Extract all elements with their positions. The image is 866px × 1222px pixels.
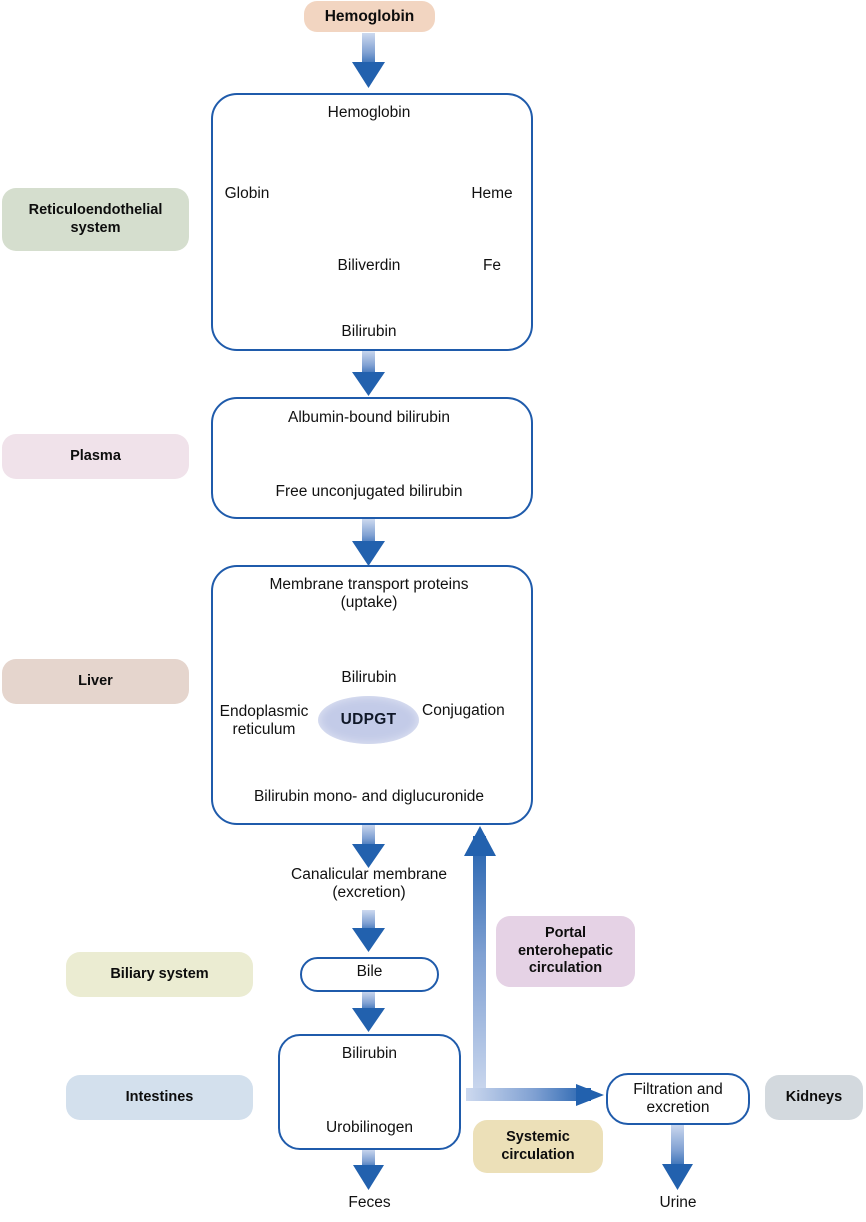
arrow-kidneys-to-urine <box>662 1124 693 1190</box>
reticuloendothelial-system-box <box>211 93 533 351</box>
arrow-intestines-to-feces <box>353 1149 384 1190</box>
compartment-intestines: Intestines <box>66 1075 253 1120</box>
node-bile: Bile <box>356 963 383 980</box>
node-conjugation: Conjugation <box>422 702 505 719</box>
bile-box <box>300 957 439 992</box>
node-membrane-transport-proteins: Membrane transport proteins (uptake) <box>269 576 469 612</box>
node-canalicular-membrane: Canalicular membrane (excretion) <box>291 866 447 902</box>
node-free-unconjugated-bilirubin: Free unconjugated bilirubin <box>275 483 463 500</box>
compartment-kidneys: Kidneys <box>765 1075 863 1120</box>
compartment-plasma: Plasma <box>2 434 189 479</box>
node-hemoglobin-res: Hemoglobin <box>327 104 411 121</box>
compartment-portal-enterohepatic-circulation: Portal enterohepatic circulation <box>496 916 635 987</box>
hemoglobin-title-badge-label: Hemoglobin <box>324 7 415 25</box>
node-bilirubin-intestine: Bilirubin <box>341 1045 398 1062</box>
arrow-canalicular-to-bile <box>352 910 385 952</box>
node-urobilinogen: Urobilinogen <box>325 1119 414 1136</box>
node-bilirubin-liver: Bilirubin <box>341 669 397 686</box>
node-urine: Urine <box>659 1194 697 1211</box>
udpgt-enzyme-ellipse: UDPGT <box>318 696 419 744</box>
node-feces: Feces <box>348 1194 391 1211</box>
node-heme: Heme <box>471 185 513 202</box>
node-fe: Fe <box>482 257 502 274</box>
arrow-liver-to-canalicular <box>352 824 385 868</box>
compartment-biliary-system: Biliary system <box>66 952 253 997</box>
node-bilirubin-res: Bilirubin <box>341 323 397 340</box>
arrow-res-to-plasma <box>352 350 385 396</box>
node-endoplasmic-reticulum: Endoplasmic reticulum <box>219 703 309 739</box>
liver-box <box>211 565 533 825</box>
node-biliverdin: Biliverdin <box>337 257 401 274</box>
kidneys-filtration-box <box>606 1073 750 1125</box>
intestines-box <box>278 1034 461 1150</box>
node-filtration-and-excretion: Filtration and excretion <box>633 1081 723 1117</box>
udpgt-label: UDPGT <box>340 711 397 728</box>
arrow-bile-to-intestines <box>352 991 385 1032</box>
arrow-hemoglobin-to-res <box>352 33 385 88</box>
compartment-reticuloendothelial-system: Reticuloendothelial system <box>2 188 189 251</box>
plasma-box <box>211 397 533 519</box>
arrow-plasma-to-liver <box>352 519 385 566</box>
node-albumin-bound-bilirubin: Albumin-bound bilirubin <box>288 409 450 426</box>
node-globin: Globin <box>224 185 270 202</box>
node-bilirubin-mono-and-diglucuronide: Bilirubin mono- and diglucuronide <box>253 788 485 805</box>
compartment-systemic-circulation: Systemic circulation <box>473 1120 603 1173</box>
compartment-liver: Liver <box>2 659 189 704</box>
arrow-systemic-circulation-to-kidneys <box>466 1084 604 1106</box>
hemoglobin-title-badge: Hemoglobin <box>304 1 435 32</box>
